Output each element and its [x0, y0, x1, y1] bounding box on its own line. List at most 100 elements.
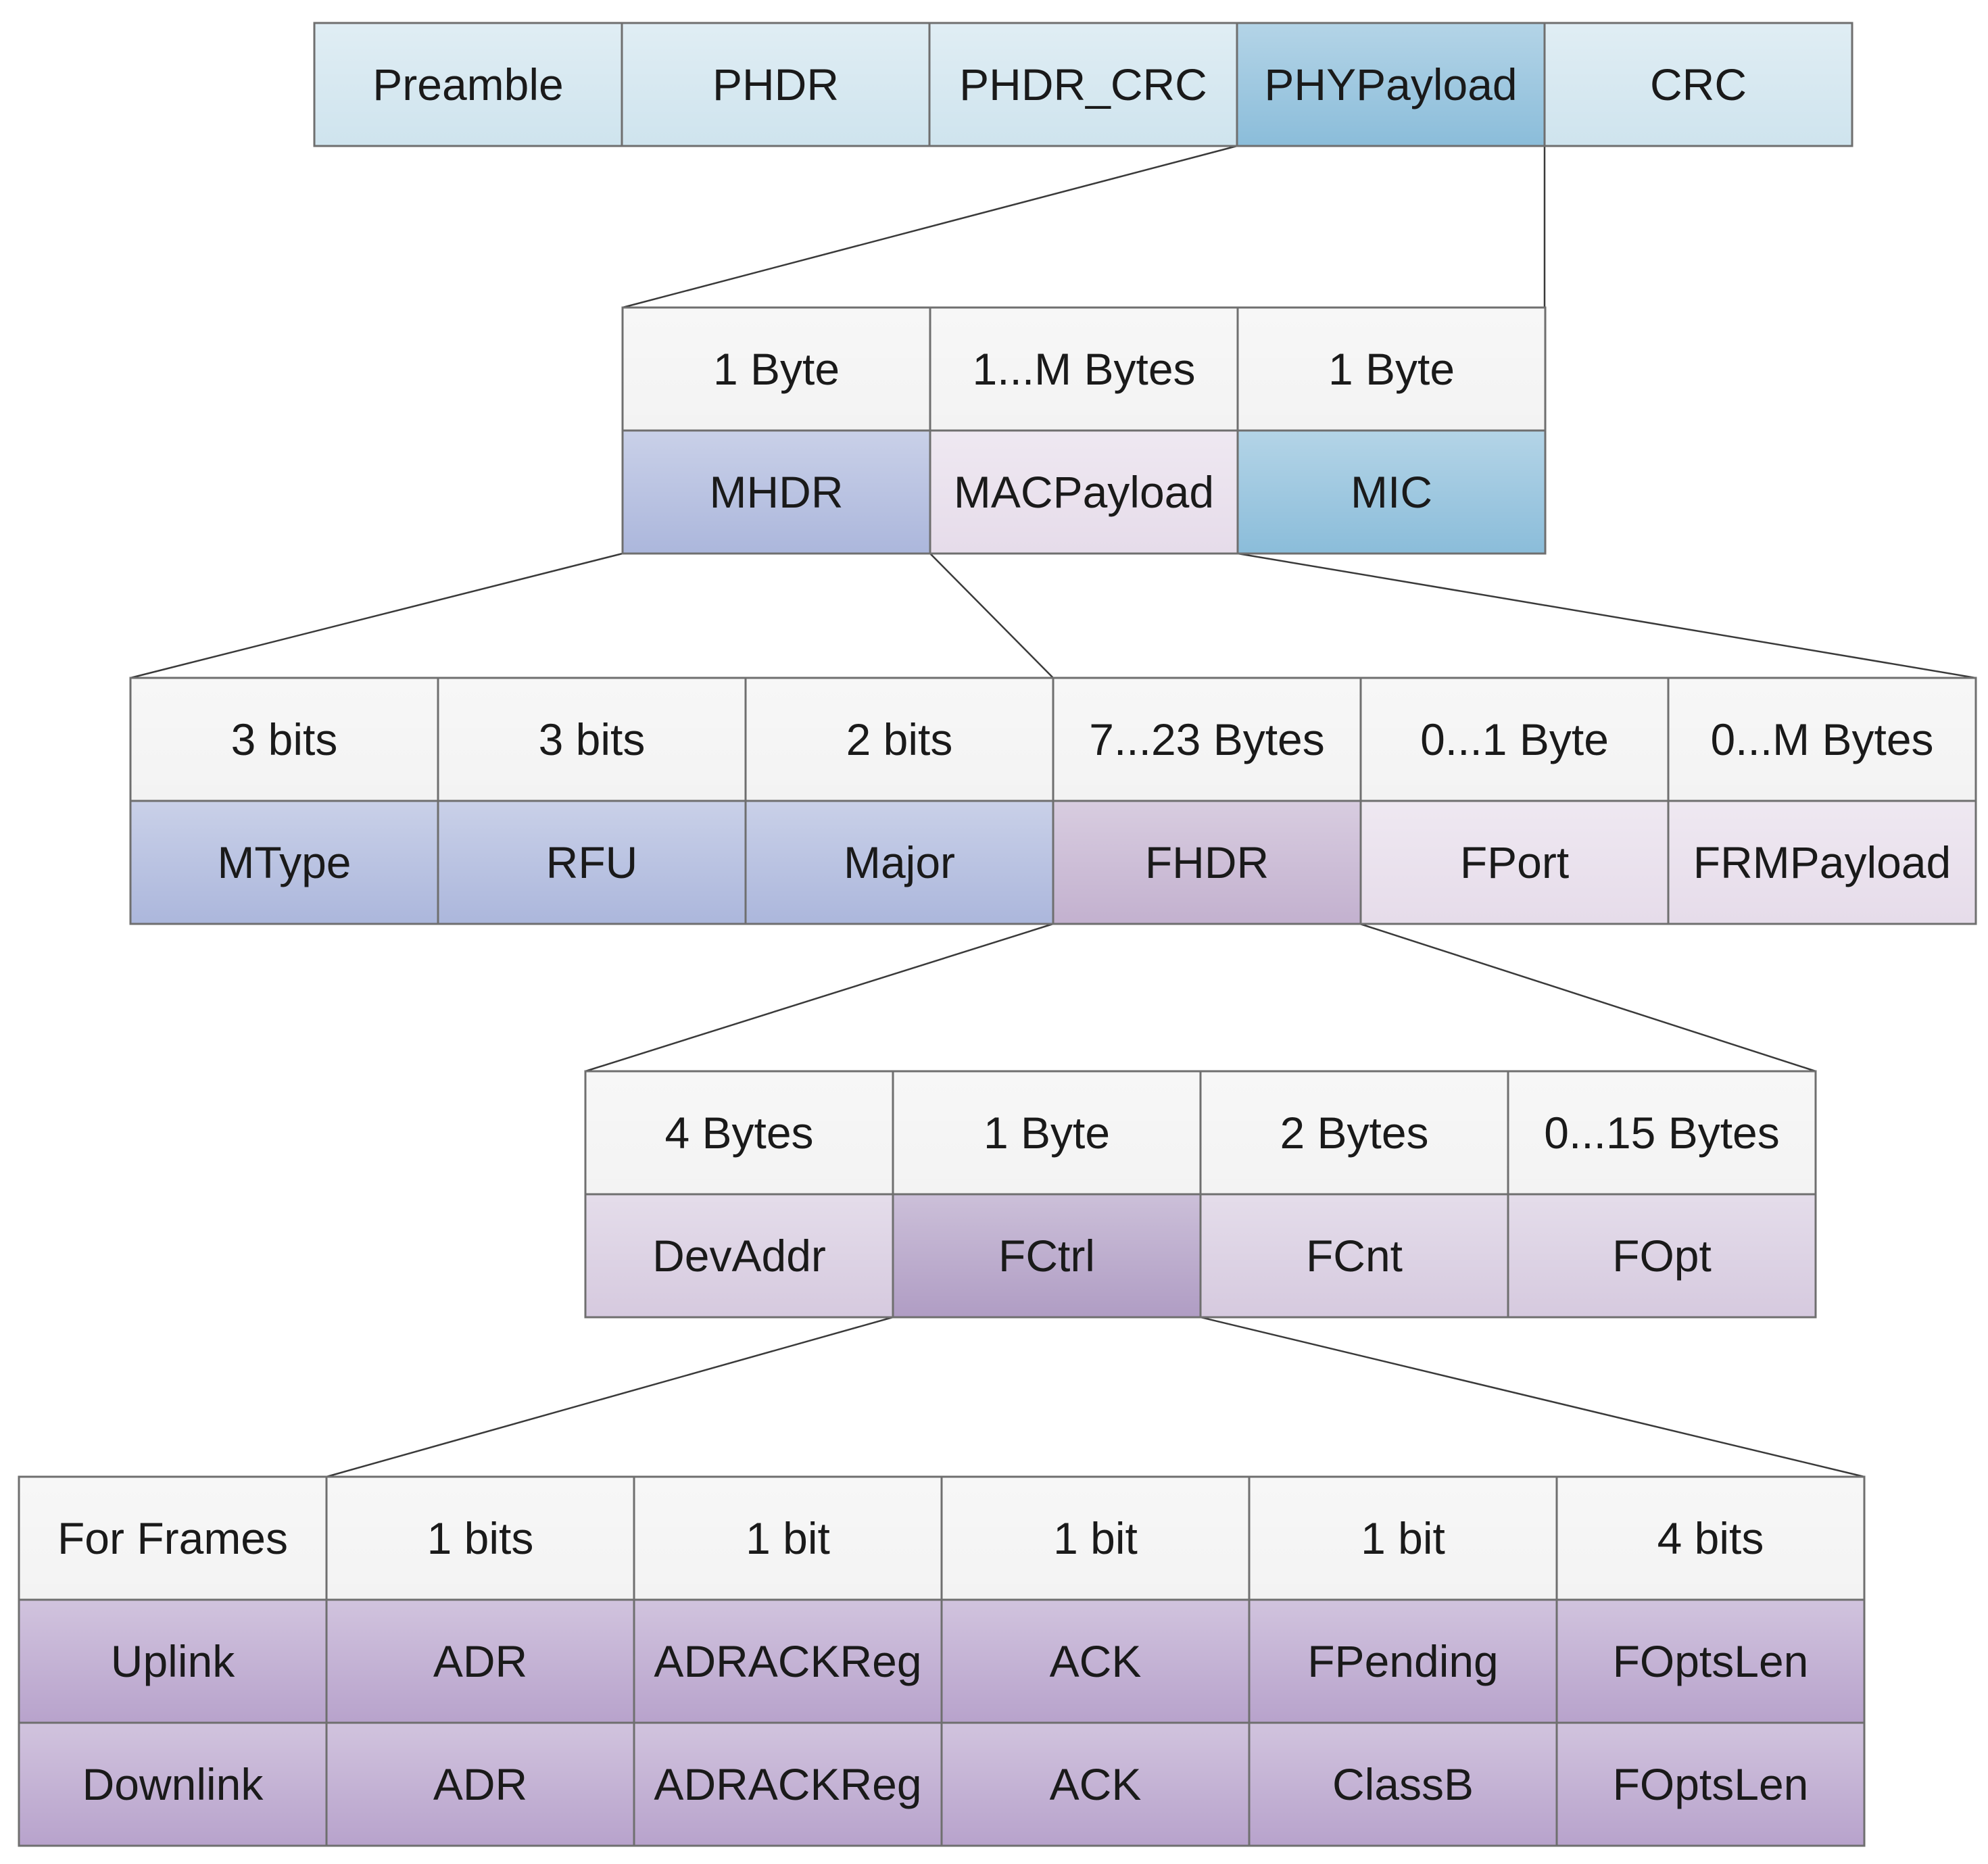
cell-shade — [635, 1600, 941, 1722]
cell-shade — [746, 802, 1052, 923]
connector-line — [326, 1316, 894, 1478]
cell-shade — [635, 1477, 941, 1599]
cell-label: FRMPayload — [1693, 837, 1951, 887]
cell-shade — [1238, 24, 1544, 145]
cell-shade — [894, 1195, 1200, 1317]
cell-label: 1 bit — [1361, 1513, 1445, 1563]
cell-phypayload-sizes-0: 1 Byte — [621, 306, 931, 432]
cell-shade — [1361, 679, 1668, 800]
cell-label: ADR — [433, 1636, 527, 1686]
cell-fctrl-uplink-5: FOptsLen — [1555, 1598, 1866, 1724]
cell-label: For Frames — [57, 1513, 288, 1563]
cell-shade — [439, 679, 745, 800]
cell-label: Downlink — [82, 1759, 264, 1809]
cell-fctrl-uplink-2: ADRACKReg — [633, 1598, 943, 1724]
cell-shade — [1545, 24, 1851, 145]
cell-fctrl-sizes-2: 1 bit — [633, 1475, 943, 1601]
cell-label: FOpt — [1612, 1231, 1712, 1281]
cell-label: CRC — [1650, 59, 1747, 109]
cell-phypayload-fields-2: MIC — [1236, 429, 1547, 555]
cell-shade — [1557, 1600, 1864, 1722]
cell-label: ClassB — [1332, 1759, 1474, 1809]
cell-shade — [1250, 1600, 1556, 1722]
cell-label: PHDR — [712, 59, 839, 109]
cell-label: 1 Byte — [713, 344, 840, 394]
cell-shade — [746, 679, 1052, 800]
cell-label: ADR — [433, 1759, 527, 1809]
cell-label: ACK — [1050, 1636, 1142, 1686]
cell-shade — [1250, 1723, 1556, 1845]
cell-label: 0...M Bytes — [1710, 714, 1933, 764]
cell-phy-frame-3: PHYPayload — [1236, 22, 1546, 147]
cell-mac-fields-0: MType — [129, 800, 439, 925]
cell-phypayload-fields-0: MHDR — [621, 429, 931, 555]
cell-fhdr-sizes-2: 2 Bytes — [1199, 1070, 1509, 1196]
cell-shade — [931, 431, 1237, 553]
cell-label: 4 Bytes — [664, 1108, 813, 1158]
cell-label: 4 bits — [1657, 1513, 1764, 1563]
cell-shade — [20, 1723, 326, 1845]
cell-fctrl-sizes-3: 1 bit — [940, 1475, 1251, 1601]
cell-fctrl-downlink-3: ACK — [940, 1721, 1251, 1847]
cell-shade — [623, 431, 929, 553]
cell-mac-fields-3: FHDR — [1052, 800, 1362, 925]
cell-label: MHDR — [710, 467, 844, 517]
cell-shade — [623, 24, 929, 145]
cell-shade — [1201, 1195, 1507, 1317]
connector-line — [585, 923, 1054, 1073]
cell-phy-frame-1: PHDR — [621, 22, 931, 147]
cell-fctrl-uplink-4: FPending — [1248, 1598, 1558, 1724]
cell-shade — [1238, 431, 1545, 553]
cell-shade — [1054, 802, 1360, 923]
cell-shade — [1557, 1477, 1864, 1599]
connector-line — [130, 552, 623, 679]
cell-label: RFU — [546, 837, 638, 887]
cell-shade — [635, 1723, 941, 1845]
cell-shade — [586, 1195, 892, 1317]
cell-shade — [1361, 802, 1668, 923]
cell-label: FHDR — [1145, 837, 1269, 887]
cell-mac-sizes-3: 7...23 Bytes — [1052, 677, 1362, 802]
cell-label: Preamble — [372, 59, 563, 109]
cell-label: 0...1 Byte — [1420, 714, 1609, 764]
cell-label: PHYPayload — [1264, 59, 1517, 109]
cell-mac-fields-5: FRMPayload — [1667, 800, 1977, 925]
cell-shade — [131, 679, 437, 800]
cell-label: ACK — [1050, 1759, 1142, 1809]
cell-shade — [1201, 1072, 1507, 1194]
cell-shade — [931, 308, 1237, 430]
connector-lines — [130, 145, 1977, 1478]
cell-label: 7...23 Bytes — [1089, 714, 1325, 764]
cell-mac-fields-1: RFU — [437, 800, 747, 925]
cell-shade — [623, 308, 929, 430]
cell-label: MType — [217, 837, 351, 887]
field-table: Preamble PHDR PHDR_CRC PHYPayload CRC 1 Byte 1… — [18, 22, 1977, 1847]
cell-shade — [1669, 802, 1975, 923]
cell-mac-sizes-1: 3 bits — [437, 677, 747, 802]
cell-fctrl-sizes-0: For Frames — [18, 1475, 328, 1601]
cell-label: MACPayload — [954, 467, 1214, 517]
connector-line — [1200, 1316, 1865, 1478]
cell-shade — [1669, 679, 1975, 800]
cell-label: 2 Bytes — [1280, 1108, 1428, 1158]
cell-label: MIC — [1351, 467, 1432, 517]
cell-shade — [1054, 679, 1360, 800]
cell-label: Uplink — [111, 1636, 235, 1686]
cell-shade — [327, 1477, 633, 1599]
cell-label: FCnt — [1306, 1231, 1403, 1281]
cell-fctrl-sizes-5: 4 bits — [1555, 1475, 1866, 1601]
cell-phypayload-fields-1: MACPayload — [929, 429, 1239, 555]
cell-mac-sizes-0: 3 bits — [129, 677, 439, 802]
cell-phy-frame-2: PHDR_CRC — [928, 22, 1238, 147]
cell-mac-fields-4: FPort — [1359, 800, 1670, 925]
cell-shade — [942, 1723, 1248, 1845]
cell-fctrl-uplink-3: ACK — [940, 1598, 1251, 1724]
cell-fctrl-uplink-0: Uplink — [18, 1598, 328, 1724]
cell-shade — [1509, 1072, 1815, 1194]
cell-label: ADRACKReg — [654, 1759, 921, 1809]
cell-fctrl-downlink-1: ADR — [325, 1721, 635, 1847]
cell-shade — [1250, 1477, 1556, 1599]
cell-label: 3 bits — [539, 714, 646, 764]
